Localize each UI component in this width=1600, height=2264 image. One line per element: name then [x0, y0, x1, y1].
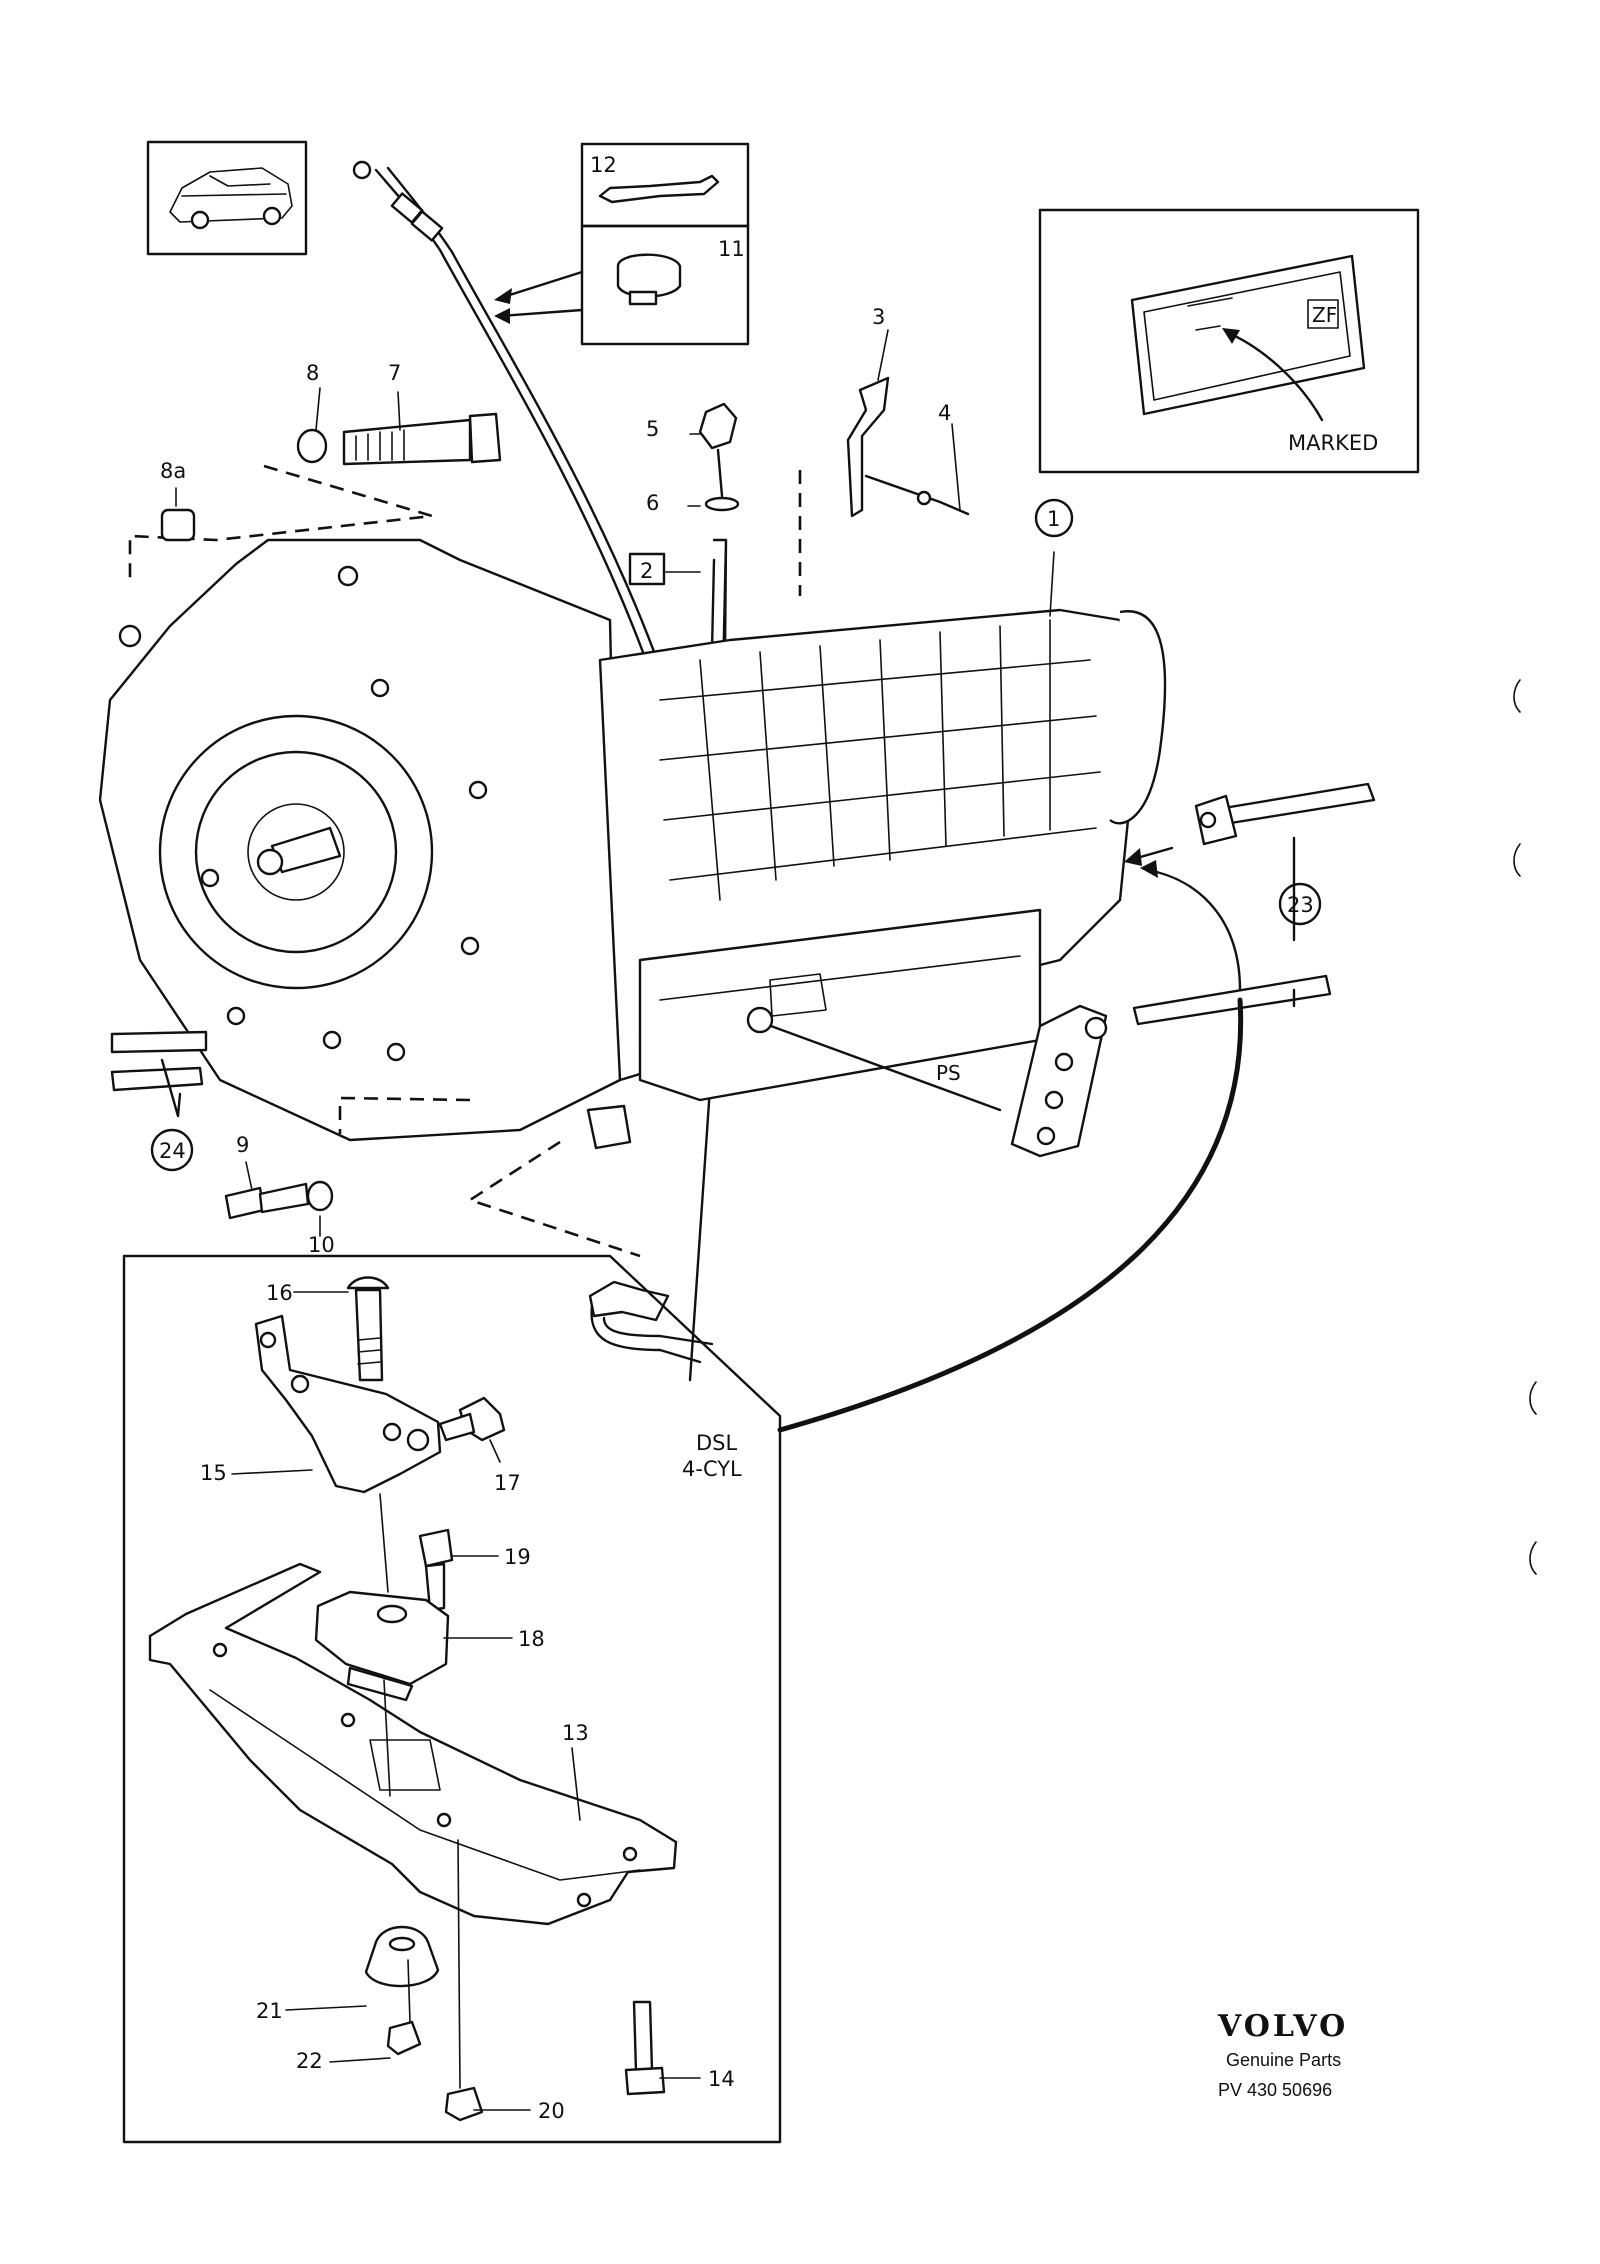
callout-3: 3 [872, 305, 885, 329]
bolt-9-washer-10 [224, 1180, 334, 1220]
callout-22: 22 [296, 2049, 323, 2073]
clip-boxes [580, 142, 750, 346]
callout-2: 2 [640, 559, 653, 583]
dsl-4cyl-inset: DSL 4-CYL [122, 1254, 782, 2144]
plate-marked-label: MARKED [1288, 431, 1378, 455]
callout-12: 12 [590, 153, 617, 177]
callout-8: 8 [306, 361, 319, 385]
callout-8a: 8a [160, 459, 186, 483]
margin-marks [1513, 679, 1537, 1575]
callout-5: 5 [646, 417, 659, 441]
callout-7: 7 [388, 361, 401, 385]
callout-19: 19 [504, 1545, 531, 1569]
zf-logo: ZF [1312, 303, 1337, 327]
selector-linkage [746, 782, 1376, 1433]
callout-6: 6 [646, 491, 659, 515]
callout-15: 15 [200, 1461, 227, 1485]
vehicle-thumbnail [146, 140, 308, 256]
bolt-7-washer-8 [128, 412, 502, 580]
callout-16: 16 [266, 1281, 293, 1305]
volvo-logo: VOLVO [1217, 2009, 1348, 2044]
callout-20: 20 [538, 2099, 565, 2123]
callout-11: 11 [718, 237, 745, 261]
callout-4: 4 [938, 401, 951, 425]
callout-9: 9 [236, 1133, 249, 1157]
callout-23: 23 [1287, 893, 1314, 917]
oil-cooler-lines [110, 1030, 208, 1118]
callout-14: 14 [708, 2067, 735, 2091]
transmission-housing [98, 538, 1167, 1142]
callout-18: 18 [518, 1627, 545, 1651]
callout-21: 21 [256, 1999, 283, 2023]
part-number: PV 430 50696 [1218, 2080, 1332, 2100]
callout-10: 10 [308, 1233, 335, 1257]
callout-1: 1 [1047, 507, 1060, 531]
callout-24: 24 [159, 1139, 186, 1163]
callout-leaders [175, 329, 1055, 2111]
inset-label-4cyl: 4-CYL [682, 1457, 742, 1481]
bracket-3-rod-4 [846, 376, 970, 518]
callout-17: 17 [494, 1471, 521, 1495]
artist-signature: PS [936, 1061, 961, 1085]
callout-labels: 12 11 3 4 5 6 2 1 7 8 8a 23 24 9 10 16 1… [150, 153, 1378, 2123]
volvo-branding: VOLVO Genuine Parts PV 430 50696 [1217, 2009, 1348, 2100]
callout-13: 13 [562, 1721, 589, 1745]
brand-subtitle: Genuine Parts [1226, 2050, 1341, 2070]
id-plate-detail: ZF [1038, 208, 1420, 474]
inset-label-dsl: DSL [696, 1431, 738, 1455]
